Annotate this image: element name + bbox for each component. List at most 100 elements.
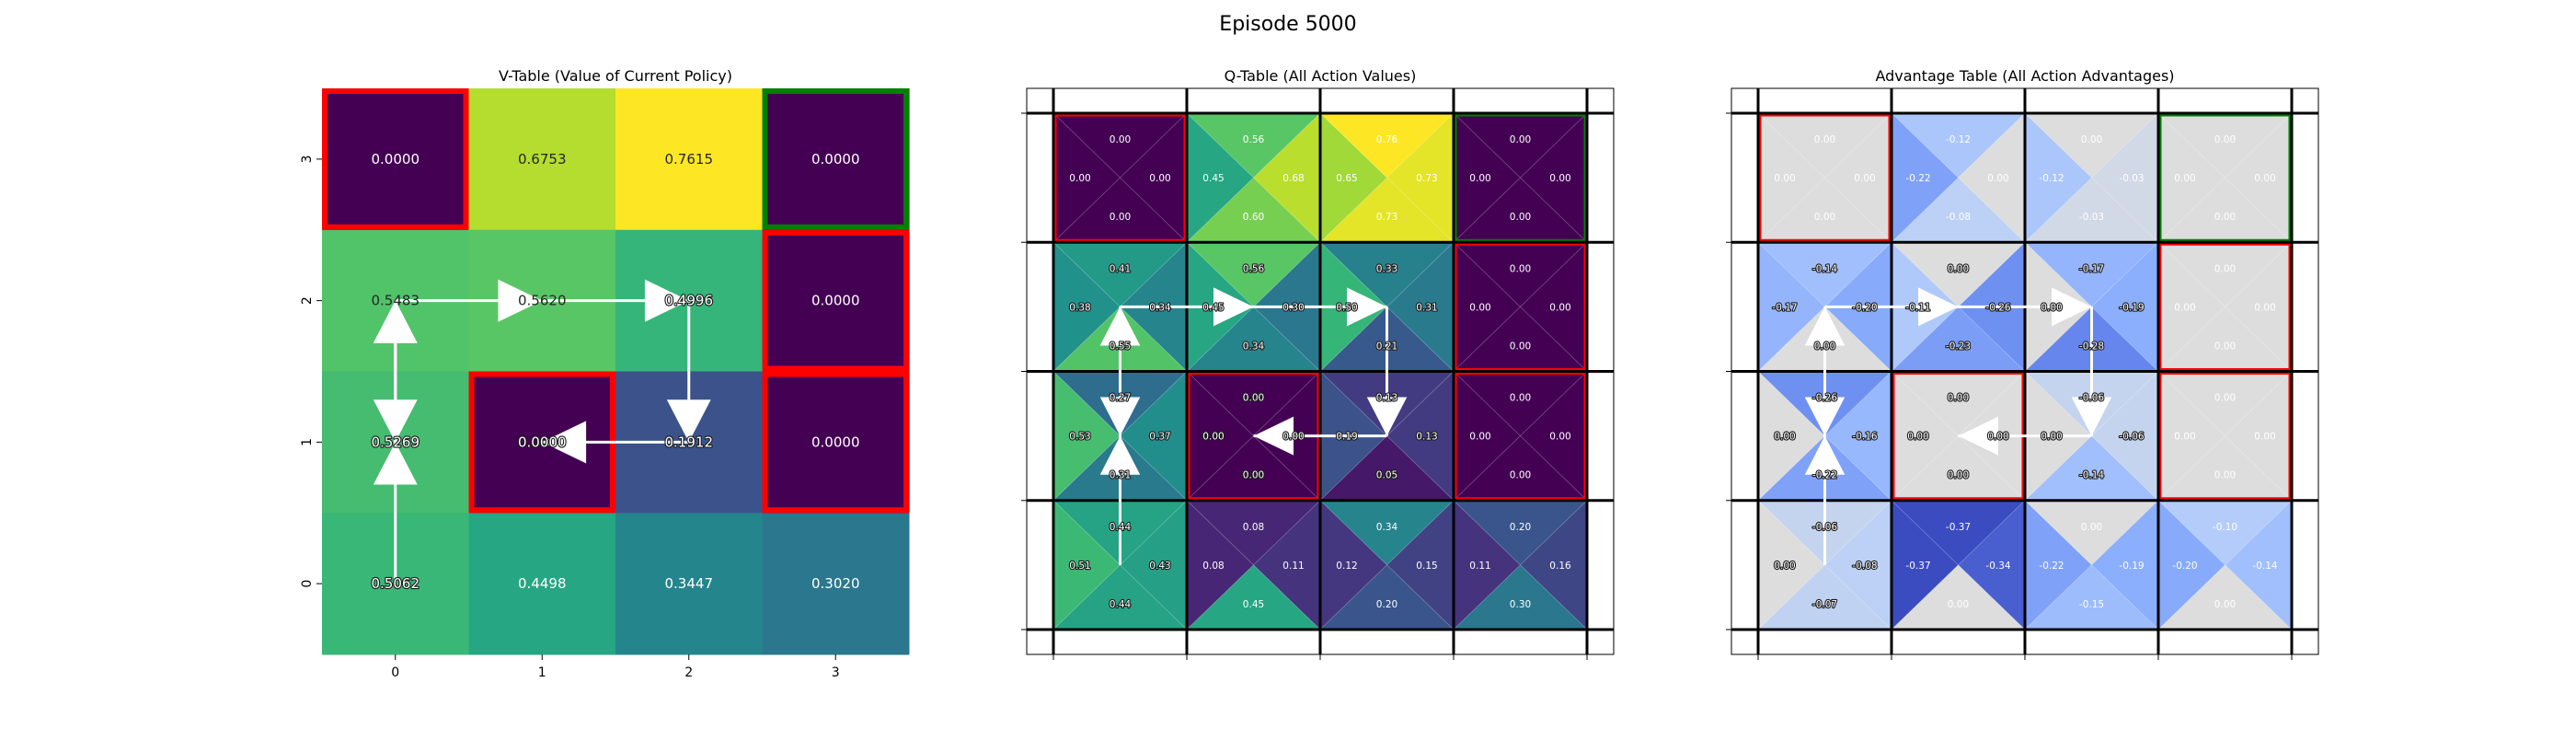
action-value-right: 0.00 [2254,302,2275,313]
action-value-up: -0.06 [2079,393,2104,404]
v-cell-value: 0.5269 [372,434,420,450]
action-value-left: -0.22 [1905,173,1930,184]
action-value-down: 0.31 [1110,470,1131,481]
action-value-right: -0.20 [1852,302,1877,313]
hole-border [2158,242,2292,371]
action-value-left: 0.00 [1469,302,1490,313]
hole-border [2158,372,2292,501]
v-cell-value: 0.4996 [665,293,714,309]
action-value-right: 0.00 [2254,432,2275,443]
arrow-head-icon [666,399,711,443]
q-table-title: Q-Table (All Action Values) [1225,67,1417,85]
action-value-left: 0.00 [2041,302,2062,313]
action-value-left: 0.12 [1336,561,1357,572]
action-value-down: 0.00 [1814,341,1835,352]
arrow-head-icon [373,300,418,343]
v-cell [762,229,910,372]
action-value-left: 0.00 [1469,173,1490,184]
y-tick-label: 2 [300,296,315,305]
action-value-up: 0.00 [1814,134,1835,145]
arrow-head-icon [1958,416,1998,456]
hole-border [1053,113,1187,242]
y-tick-label: 0 [300,580,315,588]
action-value-down: 0.00 [2214,212,2236,223]
v-cell-value: 0.1912 [665,434,714,450]
action-value-down: 0.20 [1376,599,1397,610]
hole-border [1758,113,1892,242]
v-cell [468,513,616,655]
action-value-down: 0.45 [1243,599,1264,610]
arrow-head-icon [1918,287,1959,327]
arrow-head-icon [2052,287,2092,327]
arrow-head-icon [1213,287,1254,327]
action-value-down: -0.07 [1812,599,1837,610]
hole-border [762,371,909,514]
v-table-title: V-Table (Value of Current Policy) [499,67,732,85]
goal-border [1454,113,1587,242]
action-value-left: 0.53 [1069,432,1090,443]
action-value-right: 0.68 [1282,173,1304,184]
action-value-up: 0.00 [1948,263,1969,274]
action-value-up: 0.27 [1110,393,1131,404]
action-value-left: 0.00 [2041,432,2062,443]
action-value-up: -0.12 [1946,134,1971,145]
action-value-left: 0.11 [1469,561,1490,572]
action-value-right: 0.37 [1149,432,1170,443]
action-value-left: -0.22 [2039,561,2064,572]
action-value-down: 0.00 [1814,212,1835,223]
v-cell-value: 0.5620 [518,293,567,309]
action-value-down: -0.28 [2079,341,2104,352]
action-value-down: 0.60 [1243,212,1264,223]
action-value-left: -0.12 [2039,173,2064,184]
arrow-head-icon [1347,287,1387,327]
action-value-left: 0.50 [1336,302,1357,313]
action-value-down: -0.03 [2079,212,2104,223]
action-value-up: 0.20 [1510,522,1531,533]
goal-border [2158,113,2292,242]
action-value-right: 0.30 [1282,302,1304,313]
action-value-right: 0.16 [1549,561,1571,572]
action-value-right: 0.00 [1149,173,1170,184]
action-value-down: 0.30 [1510,599,1531,610]
action-value-up: 0.00 [1510,134,1531,145]
hole-border [322,88,469,230]
action-value-right: -0.14 [2252,561,2277,572]
action-value-right: 0.13 [1416,432,1437,443]
action-value-down: 0.00 [2214,470,2236,481]
action-value-down: 0.00 [1948,470,1969,481]
action-value-down: 0.05 [1376,470,1397,481]
action-value-down: 0.00 [1510,470,1531,481]
v-cell-value: 0.3020 [811,575,860,592]
action-value-down: 0.34 [1243,341,1265,352]
action-value-right: -0.26 [1985,302,2010,313]
action-value-down: -0.22 [1812,470,1837,481]
action-value-left: 0.45 [1202,302,1224,313]
action-value-right: 0.00 [1854,173,1875,184]
action-value-up: 0.00 [2081,522,2102,533]
v-cell [615,513,763,655]
action-value-left: 0.38 [1069,302,1090,313]
hole-border [1454,372,1587,501]
arrow-head-icon [498,279,543,322]
arrow-head-icon [644,279,689,322]
action-value-up: 0.56 [1243,134,1265,145]
action-value-left: 0.65 [1336,173,1357,184]
action-value-right: 0.00 [1282,432,1304,443]
action-value-up: 0.00 [1948,393,1969,404]
v-cell [762,371,910,514]
y-tick-label: 3 [300,155,315,163]
action-value-right: 0.15 [1416,561,1437,572]
action-value-right: 0.00 [2254,173,2275,184]
action-value-up: 0.00 [1510,393,1531,404]
action-value-right: 0.00 [1549,302,1570,313]
action-value-left: 0.00 [1469,432,1490,443]
action-value-up: -0.37 [1946,522,1971,533]
action-value-up: -0.14 [1812,263,1837,274]
action-value-left: -0.11 [1905,302,1930,313]
x-tick-label: 2 [684,665,693,680]
v-cell [615,88,763,231]
action-value-right: 0.43 [1149,561,1170,572]
action-value-up: 0.00 [2214,393,2236,404]
